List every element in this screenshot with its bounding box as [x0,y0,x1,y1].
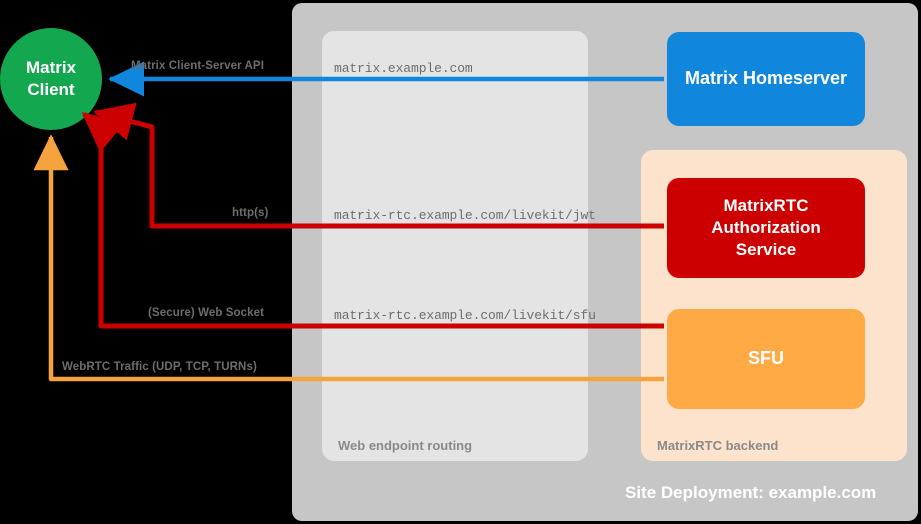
edge-webrtc-traffic [33,134,664,382]
endpoint-label-livekit-sfu: matrix-rtc.example.com/livekit/sfu [334,308,596,323]
node-matrixrtc-authorization-service[interactable] [667,178,865,278]
edge-label-webrtc-traffic: WebRTC Traffic (UDP, TCP, TURNs) [62,361,257,373]
node-matrix-client[interactable] [0,28,102,130]
container-label-web-endpoint-routing: Web endpoint routing [338,438,473,453]
container-label-site-deployment: Site Deployment: example.com [625,483,877,502]
edge-label-secure-websocket: (Secure) Web Socket [148,307,265,319]
edge-secure-websocket [81,112,664,329]
endpoint-label-matrix-example-com: matrix.example.com [334,61,473,76]
edge-label-matrix-client-server-api: Matrix Client-Server API [131,60,264,72]
container-web-endpoint-routing [322,31,588,461]
container-label-matrixrtc-backend: MatrixRTC backend [657,438,779,453]
node-matrix-homeserver[interactable] [667,32,865,126]
endpoint-label-livekit-jwt: matrix-rtc.example.com/livekit/jwt [334,208,596,223]
node-sfu[interactable] [667,309,865,409]
edge-label-https-jwt: http(s) [232,207,269,219]
